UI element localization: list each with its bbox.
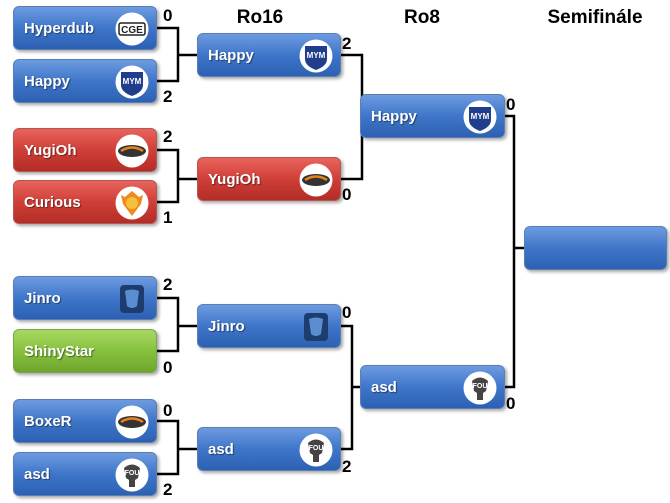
player-name: Curious — [24, 194, 81, 211]
score-r1-curious: 1 — [163, 208, 173, 227]
connector-r1-m3 — [157, 296, 197, 353]
score-r2-asd: 2 — [342, 457, 352, 476]
connector-r3 — [505, 114, 524, 389]
cge-team-icon: CGE — [115, 12, 149, 46]
player-name: Happy — [371, 108, 417, 125]
connector-r2-top — [341, 53, 364, 181]
score-r1-yugioh: 2 — [163, 127, 173, 146]
r1-slot-shinystar: ShinyStar — [13, 329, 157, 373]
score-r1-hyperdub: 0 — [163, 6, 173, 25]
svg-text:MYM: MYM — [307, 51, 326, 60]
r2-slot-jinro: Jinro — [197, 304, 341, 348]
connector-r1-m1 — [157, 26, 197, 83]
player-name: asd — [371, 379, 397, 396]
player-name: asd — [208, 441, 234, 458]
score-r1-shinystar: 0 — [163, 358, 173, 377]
player-name: YugiOh — [24, 142, 77, 159]
phoenix-icon — [115, 186, 149, 220]
r1-slot-curious: Curious — [13, 180, 157, 224]
fou-skull-icon: FOU — [463, 371, 497, 405]
r2-slot-asd: asd FOU — [197, 427, 341, 471]
svg-text:CGE: CGE — [121, 25, 143, 36]
svg-text:FOU: FOU — [473, 383, 488, 390]
r1-slot-yugioh: YugiOh — [13, 128, 157, 172]
svg-text:FOU: FOU — [125, 470, 140, 477]
player-name: YugiOh — [208, 171, 261, 188]
score-r1-jinro: 2 — [163, 275, 173, 294]
player-name: ShinyStar — [24, 343, 95, 360]
player-name: Hyperdub — [24, 20, 95, 37]
r1-slot-happy: Happy MYM — [13, 59, 157, 103]
score-r3-happy: 0 — [506, 95, 516, 114]
r1-slot-asd: asd FOU — [13, 452, 157, 496]
player-name: BoxeR — [24, 413, 72, 430]
score-r2-jinro: 0 — [342, 303, 352, 322]
mym-team-icon: MYM — [299, 39, 333, 73]
score-r1-happy: 2 — [163, 87, 173, 106]
team-liquid-icon — [120, 285, 144, 313]
round-header-ro8: Ro8 — [404, 7, 440, 28]
player-name: Jinro — [24, 290, 61, 307]
svg-text:MYM: MYM — [471, 112, 490, 121]
connector-r1-m4 — [157, 419, 197, 476]
r3-slot-happy: Happy MYM — [360, 94, 505, 138]
connector-r2-bottom — [341, 324, 360, 451]
fou-skull-icon: FOU — [115, 458, 149, 492]
round-header-ro16: Ro16 — [236, 7, 284, 28]
svg-text:MYM: MYM — [123, 77, 142, 86]
fnatic-team-icon — [115, 134, 149, 168]
team-liquid-icon — [304, 313, 328, 341]
mym-team-icon: MYM — [463, 100, 497, 134]
fnatic-team-icon — [115, 405, 149, 439]
score-r1-boxer: 0 — [163, 401, 173, 420]
round-header-semifinal: Semifinále — [547, 7, 643, 28]
r2-slot-happy: Happy MYM — [197, 33, 341, 77]
fnatic-team-icon — [299, 163, 333, 197]
player-name: Happy — [208, 47, 254, 64]
player-name: asd — [24, 466, 50, 483]
r2-slot-yugioh: YugiOh — [197, 157, 341, 201]
player-name: Jinro — [208, 318, 245, 335]
svg-text:FOU: FOU — [309, 445, 324, 452]
fou-skull-icon: FOU — [299, 433, 333, 467]
r1-slot-boxer: BoxeR — [13, 399, 157, 443]
score-r2-happy: 2 — [342, 34, 352, 53]
r1-slot-jinro: Jinro — [13, 276, 157, 320]
score-r2-yugioh: 0 — [342, 185, 352, 204]
player-name: Happy — [24, 73, 70, 90]
r3-slot-asd: asd FOU — [360, 365, 505, 409]
score-r3-asd: 0 — [506, 394, 516, 413]
score-r1-asd: 2 — [163, 480, 173, 499]
r1-slot-hyperdub: Hyperdub CGE — [13, 6, 157, 50]
connector-r1-m2 — [157, 148, 197, 204]
semifinal-slot-empty — [524, 226, 667, 270]
mym-team-icon: MYM — [115, 65, 149, 99]
